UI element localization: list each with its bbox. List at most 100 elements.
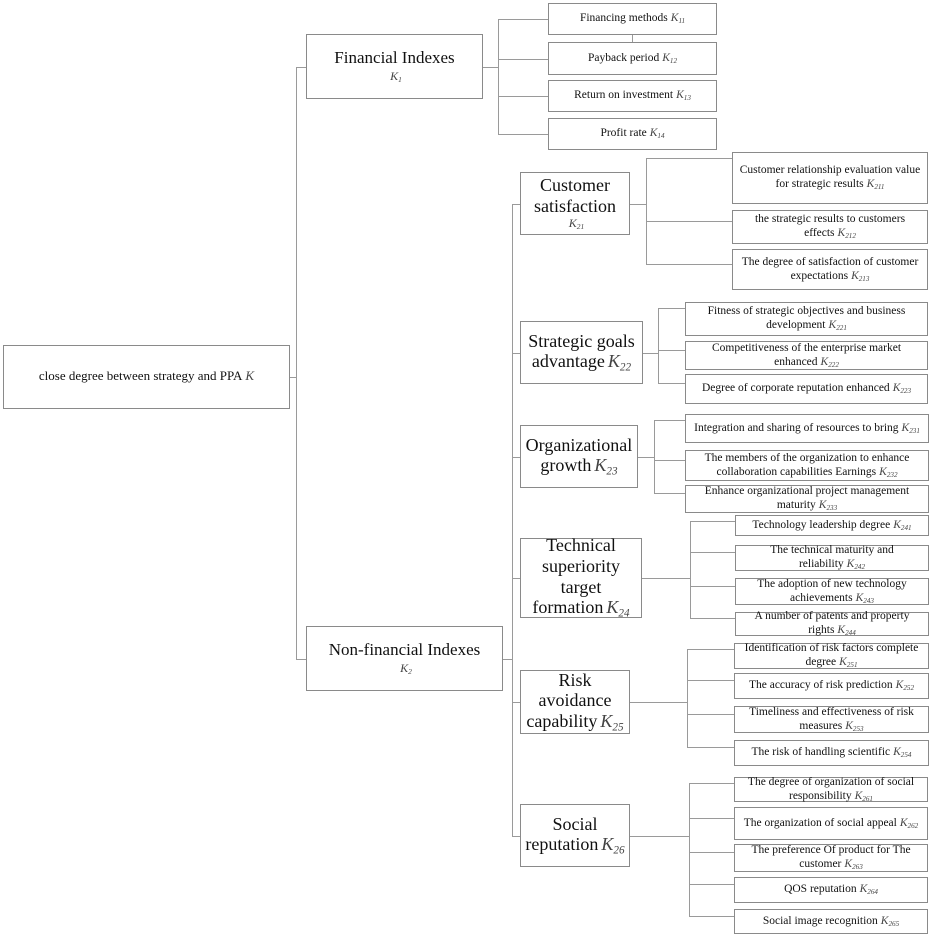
connector-line — [498, 134, 548, 135]
connector-line — [654, 493, 685, 494]
node-label: Non-financial Indexes — [328, 640, 481, 660]
code-subscript: 263 — [852, 863, 863, 872]
node-label: A number of patents and property rights — [754, 610, 910, 636]
node-code: K264 — [859, 883, 878, 896]
connector-line — [690, 521, 735, 522]
code-subscript: 1 — [398, 74, 402, 84]
connector-line — [296, 67, 297, 660]
connector-line — [690, 521, 691, 619]
node-code: K25 — [600, 711, 624, 734]
connector-line — [296, 67, 306, 68]
connector-line — [512, 457, 520, 458]
node-label: Profit rate — [600, 127, 647, 140]
indicator-node: The adoption of new technology achieveme… — [735, 578, 929, 605]
connector-line — [687, 649, 688, 748]
node-code: K — [245, 368, 254, 383]
code-subscript: 261 — [862, 794, 873, 803]
node-label: The organization of social appeal — [743, 816, 897, 829]
connector-line — [630, 702, 687, 703]
node-code: K24 — [606, 597, 630, 620]
code-letter: K — [844, 858, 853, 870]
connector-line — [687, 747, 734, 748]
connector-line — [687, 649, 734, 650]
node-code: K213 — [851, 270, 869, 283]
node-code: K21 — [528, 215, 625, 232]
indicator-node: Integration and sharing of resources to … — [685, 414, 929, 443]
code-letter: K — [568, 215, 577, 230]
node-label: The degree of organization of social res… — [747, 775, 915, 802]
connector-line — [658, 308, 685, 309]
connector-line — [512, 204, 513, 837]
node-code: K11 — [670, 12, 686, 26]
code-letter: K — [828, 319, 837, 331]
node-code: K222 — [820, 355, 839, 369]
indicator-node: The degree of satisfaction of customer e… — [732, 249, 928, 290]
node-label: Technical superiority target formation — [532, 535, 620, 618]
node-code: K13 — [676, 89, 691, 102]
node-code: K244 — [837, 624, 856, 638]
node-code: K251 — [839, 656, 858, 670]
code-letter: K — [901, 421, 910, 434]
code-letter: K — [859, 883, 868, 896]
connector-line — [690, 586, 735, 587]
code-subscript: 14 — [657, 132, 665, 141]
node-label: Fitness of strategic objectives and busi… — [707, 305, 906, 331]
code-letter: K — [245, 368, 255, 384]
node-code: K223 — [893, 382, 912, 396]
code-subscript: 232 — [886, 470, 898, 479]
node-code: K253 — [845, 720, 864, 733]
node-label: Risk avoidance capability — [526, 669, 612, 732]
code-letter: K — [670, 12, 679, 25]
node-label: The accuracy of risk prediction — [748, 679, 893, 692]
node-label: Timeliness and effectiveness of risk mea… — [749, 705, 914, 732]
code-subscript: 223 — [900, 387, 912, 396]
connector-line — [689, 852, 734, 853]
connector-line — [689, 884, 734, 885]
indicator-node: Timeliness and effectiveness of risk mea… — [734, 706, 929, 733]
code-subscript: 211 — [874, 183, 885, 192]
code-letter: K — [846, 558, 855, 570]
node-code: K242 — [846, 558, 865, 571]
code-subscript: 25 — [612, 721, 624, 734]
connector-line — [654, 420, 685, 421]
code-subscript: 253 — [852, 724, 864, 733]
node-code: K14 — [650, 127, 665, 141]
node-code: K232 — [879, 466, 898, 479]
code-subscript: 24 — [618, 607, 630, 620]
connector-line — [483, 67, 498, 68]
node-label: The degree of satisfaction of customer e… — [741, 255, 919, 282]
code-letter: K — [820, 355, 829, 368]
connector-line — [646, 158, 647, 265]
code-subscript: 11 — [678, 17, 686, 26]
code-subscript: 244 — [845, 629, 856, 638]
connector-line — [646, 264, 732, 265]
connector-line — [512, 702, 520, 703]
code-subscript: 251 — [846, 661, 858, 670]
connector-line — [687, 680, 734, 681]
connector-line — [689, 916, 734, 917]
connector-line — [690, 552, 735, 553]
code-subscript: 2 — [408, 666, 412, 676]
node-label: The technical maturity and reliability — [770, 544, 894, 570]
code-letter: K — [837, 624, 846, 636]
node-label: The members of the organization to enhan… — [704, 451, 910, 478]
node-label: Integration and sharing of resources to … — [694, 421, 899, 434]
node-code: K1 — [337, 69, 454, 85]
code-letter: K — [400, 660, 409, 675]
code-letter: K — [895, 679, 904, 692]
node-code: K261 — [855, 790, 873, 803]
node-code: K254 — [893, 746, 911, 759]
connector-line — [689, 818, 734, 819]
connector-line — [512, 204, 520, 205]
connector-line — [658, 308, 659, 384]
connector-line — [498, 59, 548, 60]
code-subscript: 241 — [900, 523, 912, 532]
